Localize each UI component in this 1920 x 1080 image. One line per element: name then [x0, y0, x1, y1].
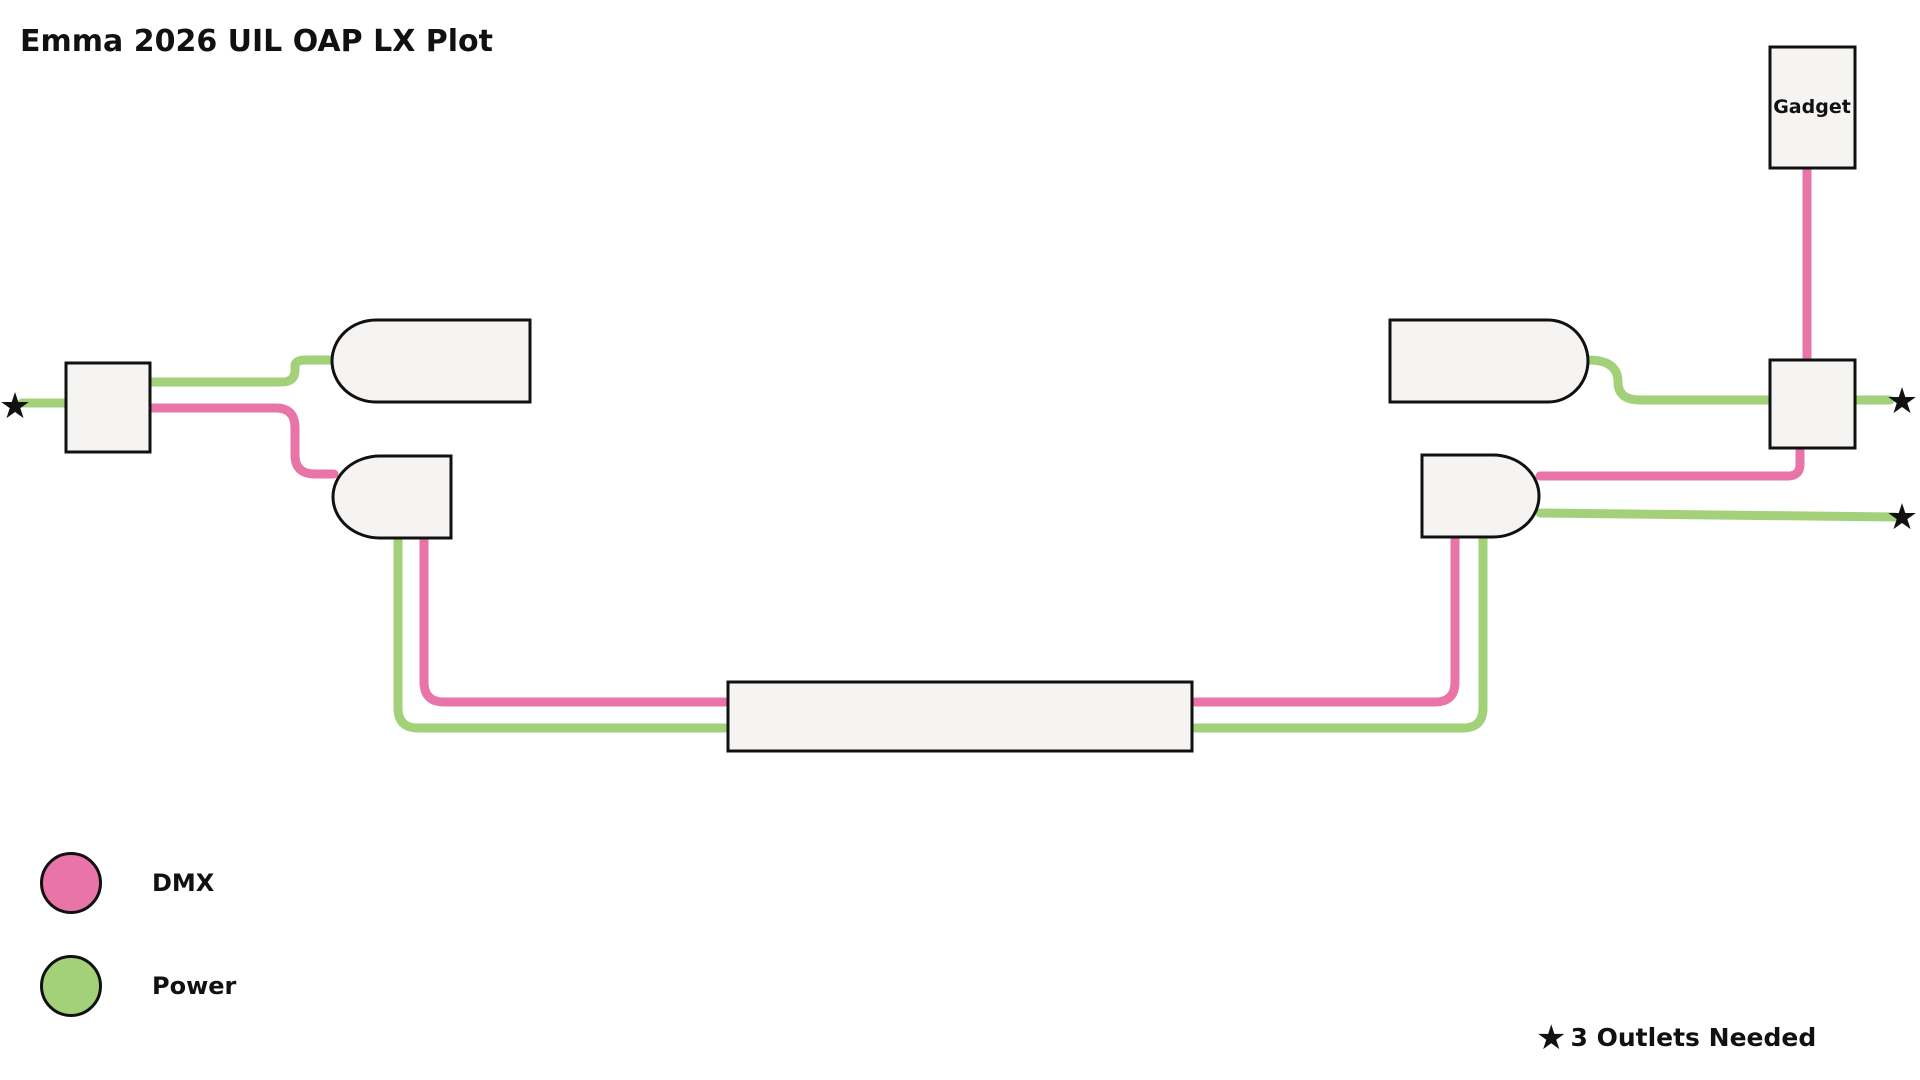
outlet-star-icon-left: ★ [0, 386, 31, 427]
power-cable-right-outlet-bottom [1535, 508, 1900, 522]
dmx-cable-right-lower-to-bar [1187, 533, 1460, 707]
legend-dmx-swatch [40, 852, 102, 914]
dmx-cable-right-fixture-to-node [1535, 445, 1805, 481]
dmx-cable-left-lower-to-bar [419, 533, 733, 707]
dmx-cable-left-to-lower-fixture [145, 403, 339, 479]
star-icon: ★ [1536, 1018, 1567, 1058]
power-cable-right-lower-to-bar [1187, 533, 1488, 733]
fixture-left-lower [331, 454, 453, 540]
power-cable-left-lower-to-bar [393, 533, 733, 733]
fixture-left-upper [330, 318, 532, 404]
legend-power-swatch [40, 955, 102, 1017]
center-light-bar [726, 680, 1194, 753]
fixture-right-lower [1420, 453, 1541, 539]
left-power-node [64, 361, 152, 454]
page-title: Emma 2026 UIL OAP LX Plot [20, 24, 493, 59]
power-cable-right-upper-fixture [1583, 355, 1775, 405]
power-cable-left-upper-fixture [145, 355, 337, 387]
outlet-star-icon-right-bottom: ★ [1886, 497, 1918, 538]
outlets-needed-note: ★3 Outlets Needed [1536, 1018, 1816, 1058]
fixture-right-upper [1388, 318, 1590, 404]
gadget-label: Gadget [1773, 96, 1851, 118]
gadget-box [1768, 45, 1857, 170]
legend-dmx-label: DMX [152, 869, 215, 897]
right-power-node [1768, 358, 1857, 450]
outlets-needed-text: 3 Outlets Needed [1570, 1023, 1817, 1052]
legend-power-label: Power [152, 972, 237, 1000]
outlet-star-icon-right-top: ★ [1886, 381, 1918, 422]
